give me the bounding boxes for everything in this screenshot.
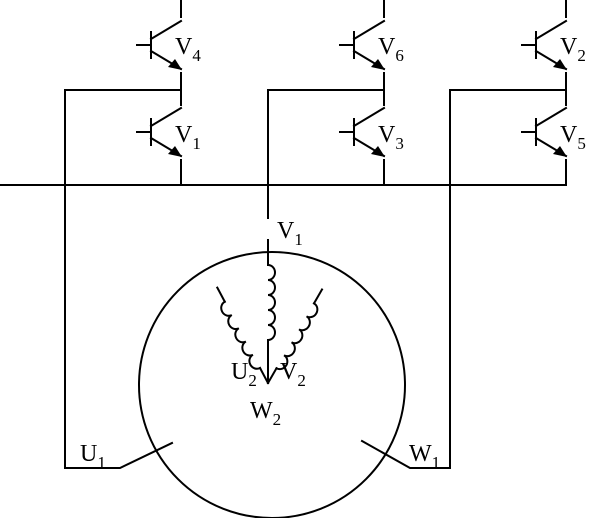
label-terminal-w-end: W1 (409, 441, 440, 472)
label-v2: V2 (560, 34, 586, 65)
winding-w-coil (266, 288, 324, 385)
label-terminal-w-mid: W2 (250, 398, 281, 429)
label-v5: V5 (560, 122, 586, 153)
motor-housing (138, 251, 406, 518)
winding-v-coil (266, 254, 276, 384)
bridge-wiring (0, 0, 567, 469)
label-v4: V4 (175, 34, 201, 65)
label-terminal-u-mid: U2 (231, 359, 257, 390)
label-v1: V1 (175, 122, 201, 153)
label-v3: V3 (378, 122, 404, 153)
winding-u-coil (215, 286, 270, 385)
label-v6: V6 (378, 34, 404, 65)
motor-windings (215, 254, 324, 385)
label-terminal-u-end: U1 (80, 441, 106, 472)
label-terminal-v-mid: V2 (280, 359, 306, 390)
label-terminal-v-end: V1 (277, 218, 303, 249)
